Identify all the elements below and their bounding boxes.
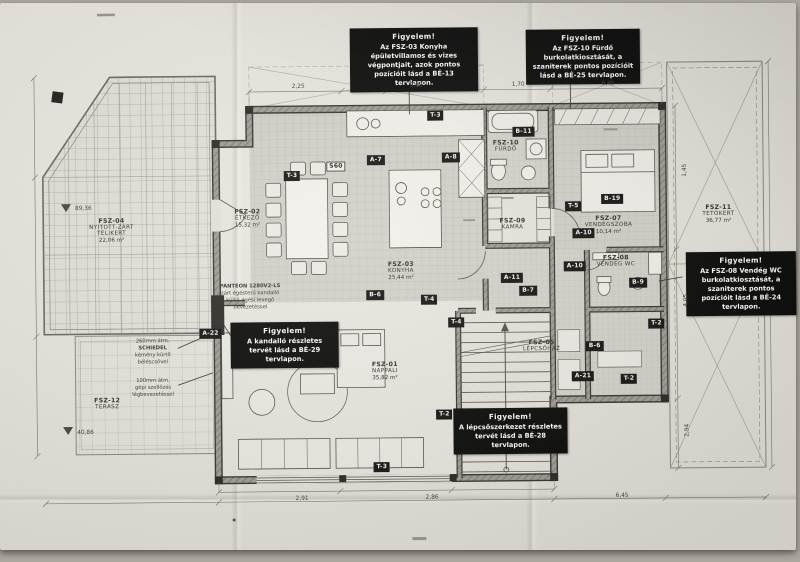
ref-tag: T-2 bbox=[436, 409, 453, 419]
ref-tag: B-19 bbox=[601, 194, 623, 204]
room-label-fsz08: FSZ-08 VENDÉG WC bbox=[589, 254, 643, 268]
ref-tag: B-6 bbox=[366, 290, 384, 300]
furniture-tag: S60 bbox=[326, 161, 345, 171]
dim-bottom: 2,91 bbox=[296, 496, 309, 502]
dim-top: 1,70 bbox=[512, 82, 525, 88]
room-label-fsz11: FSZ-11 TETŐKERT 36,77 m² bbox=[692, 204, 744, 224]
callout-body: A lépcsőszerkezet részletes tervét lásd … bbox=[459, 422, 562, 449]
note-vent: 100mm átm. gépi szellőzés légbevezetésse… bbox=[124, 378, 182, 400]
note-fireplace-spec: PANTEON 1280V2-LS zárt égésterű kandalló… bbox=[211, 283, 289, 312]
room-label-fsz01: FSZ-01 NAPPALI 35,82 m² bbox=[360, 361, 410, 381]
ref-tag: T-3 bbox=[374, 462, 391, 472]
ref-tag: T-4 bbox=[448, 317, 465, 327]
callout-title: Figyelem! bbox=[531, 33, 635, 44]
ref-tag: A-7 bbox=[367, 155, 385, 165]
ref-tag: T-3 bbox=[427, 111, 444, 121]
corner-marker bbox=[51, 91, 63, 103]
dim-right: 2,94 bbox=[684, 424, 690, 437]
callout-stairs: Figyelem! A lépcsőszerkezet részletes te… bbox=[453, 407, 567, 454]
ref-tag: B-7 bbox=[519, 286, 537, 296]
dim-top: 6,45 bbox=[602, 81, 615, 87]
room-label-fsz02: FSZ-02 ÉTKEZŐ 15,32 m² bbox=[222, 208, 272, 228]
dim-right: 4,05 bbox=[683, 294, 689, 307]
callout-wc: Figyelem! Az FSZ-08 Vendég WC burkolatki… bbox=[686, 251, 797, 316]
callout-body: A kandalló részletes tervét lásd a BÉ-29… bbox=[247, 337, 322, 364]
room-label-fsz09: FSZ-09 KAMRA bbox=[490, 217, 534, 230]
dim-right: 1,45 bbox=[682, 164, 688, 177]
callout-body: Az FSZ-08 Vendég WC burkolatkiosztását, … bbox=[700, 266, 782, 311]
callout-title: Figyelem! bbox=[691, 255, 791, 266]
dim-bottom: 6,45 bbox=[616, 493, 629, 499]
ref-tag: A-21 bbox=[572, 371, 594, 381]
ref-tag: A-11 bbox=[501, 273, 523, 283]
ref-tag: T-4 bbox=[421, 295, 438, 305]
callout-title: Figyelem! bbox=[458, 411, 562, 422]
dim-top: 2,25 bbox=[292, 84, 305, 90]
callout-body: Az FSZ-03 Konyha épületvillamos és vizes… bbox=[368, 42, 461, 87]
ref-tag: A-22 bbox=[199, 329, 221, 339]
paper-sheet: Figyelem! Az FSZ-03 Konyha épületvillamo… bbox=[0, 3, 796, 550]
ref-tag: T-3 bbox=[284, 171, 301, 181]
callout-bath: Figyelem! Az FSZ-10 Fürdő burkolatkioszt… bbox=[526, 29, 641, 85]
ref-tag: T-5 bbox=[565, 201, 582, 211]
ref-tag: T-2 bbox=[648, 318, 665, 328]
room-label-fsz10: FSZ-10 FÜRDŐ bbox=[484, 139, 528, 152]
ref-tag: A-10 bbox=[572, 228, 594, 238]
room-label-fsz03: FSZ-03 KONYHA 25,44 m² bbox=[376, 261, 426, 281]
ref-tag: A-10 bbox=[564, 261, 586, 271]
callout-title: Figyelem! bbox=[235, 326, 333, 337]
callout-body: Az FSZ-10 Fürdő burkolatkiosztását, a sz… bbox=[533, 44, 634, 80]
dim-left-upper: 89,36 bbox=[75, 206, 92, 212]
ref-tag: T-2 bbox=[621, 374, 638, 384]
ref-tag: B-6 bbox=[586, 341, 604, 351]
dim-top: 3,98 bbox=[410, 83, 423, 89]
dim-bottom: 2,86 bbox=[426, 495, 439, 501]
note-chimney: 260mm átm. SCHIEDEL kémény kürtő béléscs… bbox=[124, 338, 182, 367]
ref-tag: B-11 bbox=[512, 127, 534, 137]
callout-fireplace: Figyelem! A kandalló részletes tervét lá… bbox=[230, 322, 338, 369]
room-label-fsz04: FSZ-04 NYITOTT-ZÁRT TÉLIKERT 22,06 m² bbox=[74, 217, 148, 244]
room-label-fsz05: FSZ-05 LÉPCSŐHÁZ bbox=[516, 339, 568, 352]
dim-left-lower: 40,86 bbox=[77, 430, 94, 436]
callout-title: Figyelem! bbox=[355, 31, 473, 42]
ref-tag: B-9 bbox=[629, 278, 647, 288]
ref-tag: A-8 bbox=[442, 152, 460, 162]
